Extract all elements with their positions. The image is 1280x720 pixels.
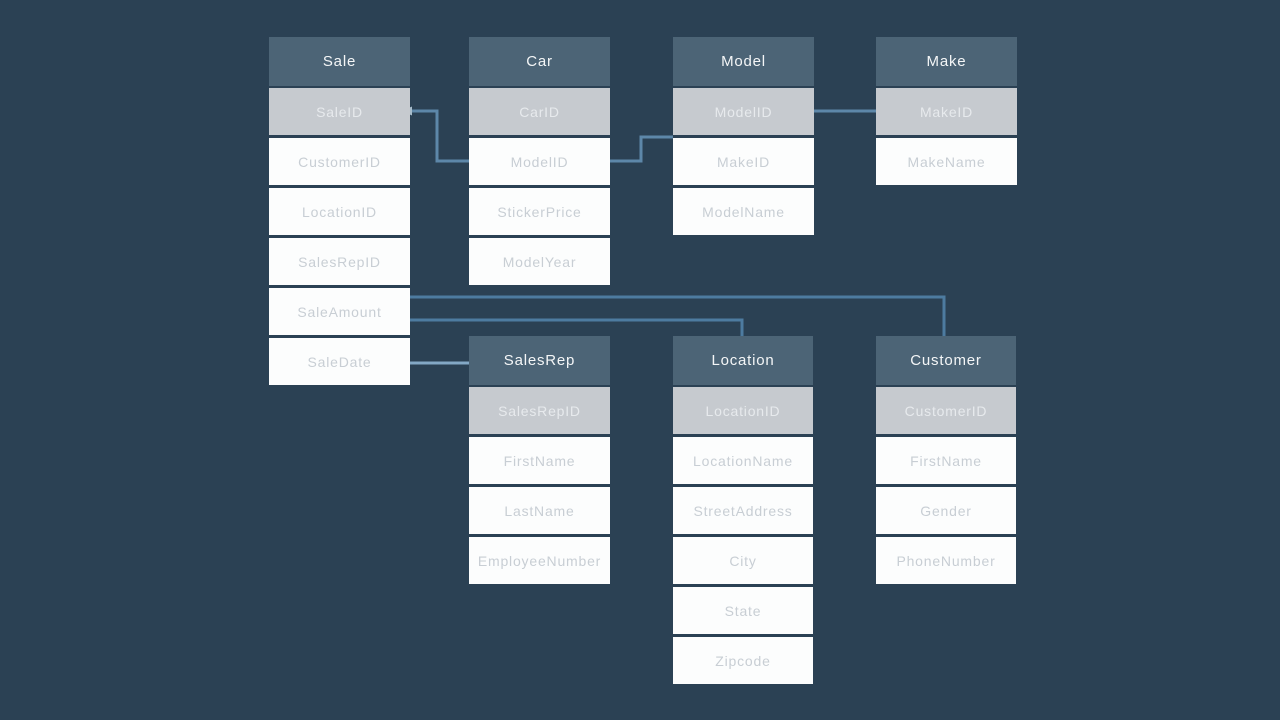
relationship-car-modelid-to-model — [610, 135, 673, 163]
field-sale-saleid[interactable]: SaleID — [269, 88, 410, 135]
field-sale-locationid[interactable]: LocationID — [269, 188, 410, 235]
field-salesrep-firstname[interactable]: FirstName — [469, 437, 610, 484]
field-model-makeid[interactable]: MakeID — [673, 138, 814, 185]
table-header-customer[interactable]: Customer — [876, 336, 1016, 385]
field-car-stickerprice[interactable]: StickerPrice — [469, 188, 610, 235]
field-location-streetaddress[interactable]: StreetAddress — [673, 487, 813, 534]
field-make-makeid[interactable]: MakeID — [876, 88, 1017, 135]
field-location-locationname[interactable]: LocationName — [673, 437, 813, 484]
relationship-sale-to-location — [410, 318, 744, 336]
field-location-city[interactable]: City — [673, 537, 813, 584]
table-header-sale[interactable]: Sale — [269, 37, 410, 86]
field-salesrep-employeenumber[interactable]: EmployeeNumber — [469, 537, 610, 584]
field-customer-phonenumber[interactable]: PhoneNumber — [876, 537, 1016, 584]
field-location-state[interactable]: State — [673, 587, 813, 634]
field-salesrep-salesrepid[interactable]: SalesRepID — [469, 387, 610, 434]
field-sale-customerid[interactable]: CustomerID — [269, 138, 410, 185]
table-header-location[interactable]: Location — [673, 336, 813, 385]
field-sale-salesrepid[interactable]: SalesRepID — [269, 238, 410, 285]
field-customer-firstname[interactable]: FirstName — [876, 437, 1016, 484]
field-sale-saledate[interactable]: SaleDate — [269, 338, 410, 385]
field-customer-customerid[interactable]: CustomerID — [876, 387, 1016, 434]
table-header-model[interactable]: Model — [673, 37, 814, 86]
field-car-carid[interactable]: CarID — [469, 88, 610, 135]
field-car-modelid[interactable]: ModelID — [469, 138, 610, 185]
field-location-zipcode[interactable]: Zipcode — [673, 637, 813, 684]
field-make-makename[interactable]: MakeName — [876, 138, 1017, 185]
field-car-modelyear[interactable]: ModelYear — [469, 238, 610, 285]
field-sale-saleamount[interactable]: SaleAmount — [269, 288, 410, 335]
field-salesrep-lastname[interactable]: LastName — [469, 487, 610, 534]
field-location-locationid[interactable]: LocationID — [673, 387, 813, 434]
field-model-modelid[interactable]: ModelID — [673, 88, 814, 135]
relationship-sale-to-customer — [410, 295, 946, 336]
table-header-car[interactable]: Car — [469, 37, 610, 86]
table-header-make[interactable]: Make — [876, 37, 1017, 86]
table-header-salesrep[interactable]: SalesRep — [469, 336, 610, 385]
field-model-modelname[interactable]: ModelName — [673, 188, 814, 235]
field-customer-gender[interactable]: Gender — [876, 487, 1016, 534]
relationship-sale-saleid-to-car — [411, 109, 469, 163]
